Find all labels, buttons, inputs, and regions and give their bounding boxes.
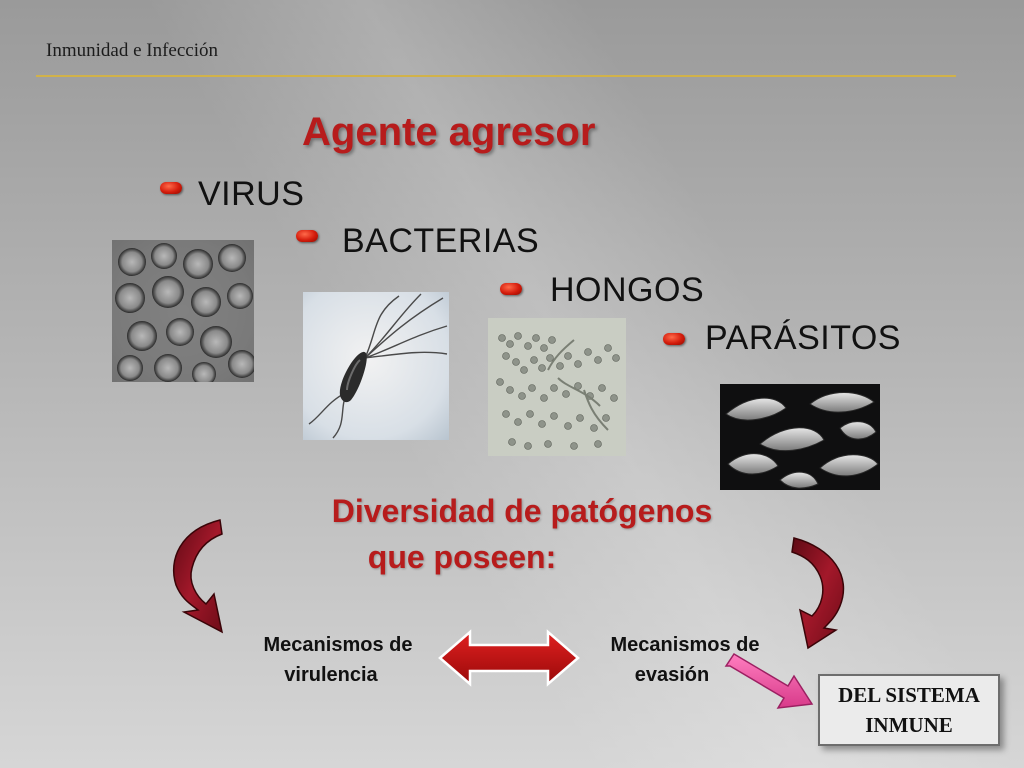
immune-system-box: DEL SISTEMA INMUNE (818, 674, 1000, 746)
pink-arrow-icon (724, 652, 814, 709)
evasion-line-1: Mecanismos de (610, 634, 760, 656)
evasion-line-2: evasión (634, 664, 710, 686)
bullet-icon (500, 283, 522, 295)
fungi-micrograph (488, 318, 626, 456)
agent-label-parasites: PARÁSITOS (705, 319, 901, 357)
immune-box-line-1: DEL SISTEMA (838, 683, 980, 707)
slide-title: Agente agresor (302, 110, 596, 154)
virulence-mechanisms: Mecanismos de virulencia (238, 630, 438, 690)
left-curved-arrow-icon (172, 519, 224, 634)
bacteria-micrograph (303, 292, 449, 440)
agent-label-bacteria: BACTERIAS (342, 222, 540, 260)
right-curved-arrow-icon (791, 537, 845, 650)
agent-label-fungi: HONGOS (550, 271, 705, 309)
evasion-mechanisms: Mecanismos de evasión (585, 630, 785, 690)
diversity-line-2: que poseen: (367, 539, 557, 575)
parasite-micrograph (720, 384, 880, 490)
virulence-line-2: virulencia (284, 664, 378, 686)
diversity-heading: Diversidad de patógenos que poseen: (272, 488, 772, 580)
bullet-icon (160, 182, 182, 194)
bullet-icon (663, 333, 685, 345)
double-arrow-icon (438, 629, 580, 687)
bullet-icon (296, 230, 318, 242)
header-rule (36, 75, 956, 77)
diversity-line-1: Diversidad de patógenos (331, 493, 713, 529)
slide-header: Inmunidad e Infección (46, 40, 218, 61)
immune-box-line-2: INMUNE (865, 713, 953, 737)
agent-label-virus: VIRUS (198, 175, 305, 213)
virulence-line-1: Mecanismos de (263, 634, 413, 656)
virus-micrograph (112, 240, 254, 382)
